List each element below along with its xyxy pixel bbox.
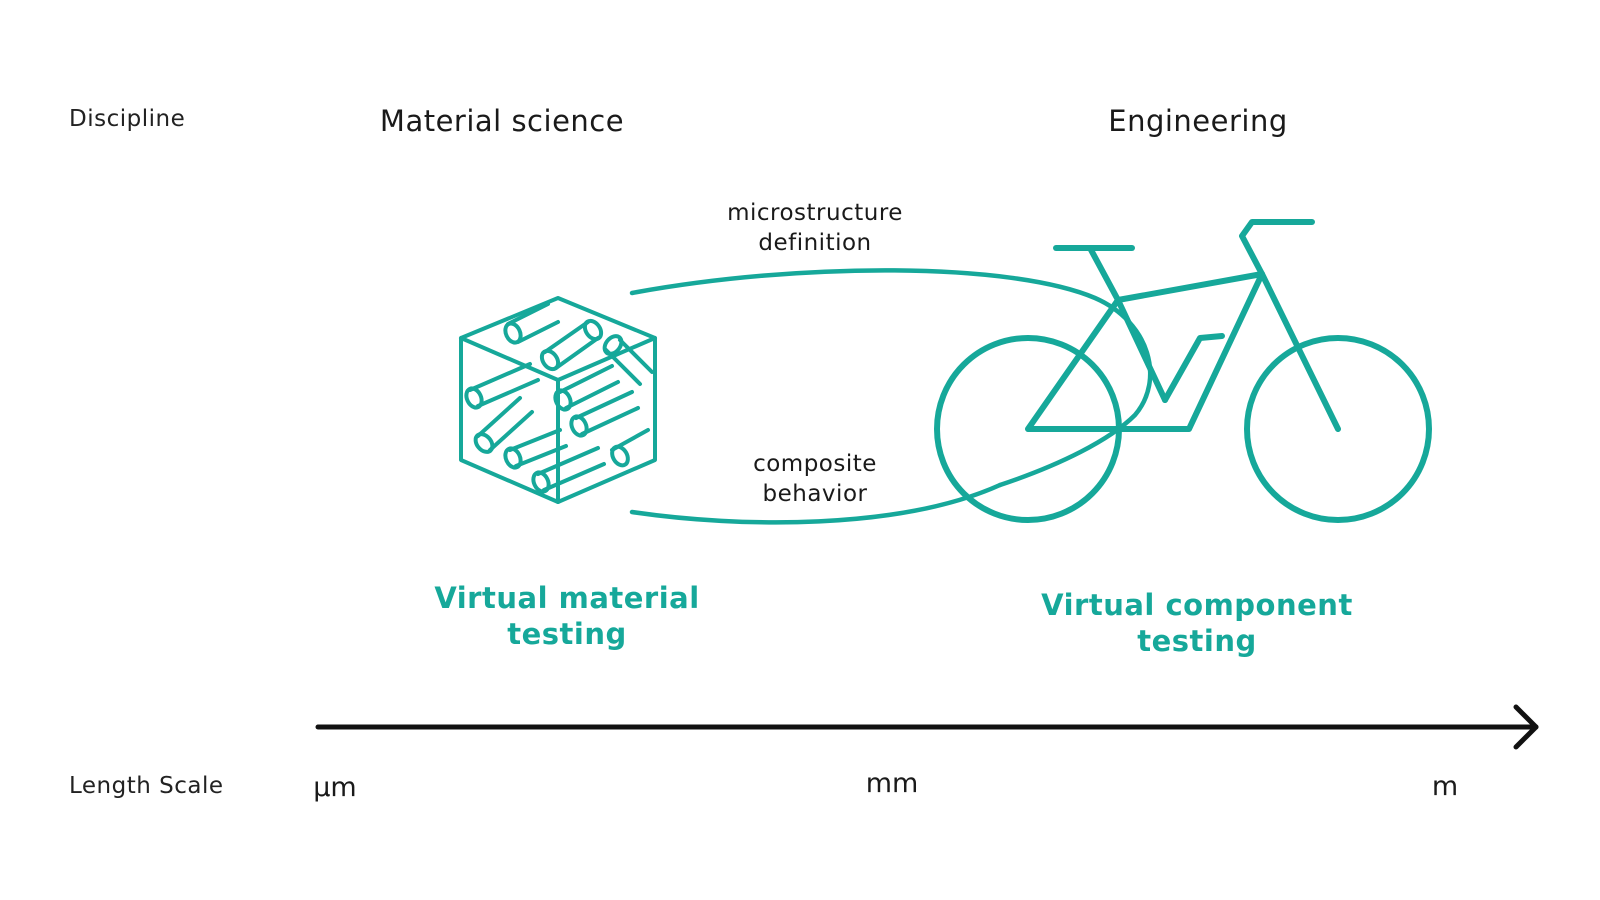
virtual-component-testing-line1: Virtual component — [1041, 588, 1353, 622]
length-scale-row-label: Length Scale — [69, 773, 224, 799]
lower-flow-label: composite behavior — [753, 449, 877, 509]
virtual-component-testing-line2: testing — [1137, 624, 1257, 658]
bicycle-icon — [934, 219, 1432, 523]
tick-label-meter: m — [1431, 771, 1459, 802]
tick-label-millimeter: mm — [865, 768, 919, 799]
discipline-material-science: Material science — [379, 104, 625, 138]
discipline-row-label: Discipline — [69, 106, 186, 132]
upper-flow-label: microstructure definition — [727, 198, 903, 258]
virtual-material-testing-caption: Virtual material testing — [434, 580, 699, 652]
lower-flow-arc — [629, 482, 1003, 525]
upper-flow-label-line2: definition — [758, 230, 872, 256]
lower-flow-label-line2: behavior — [762, 481, 868, 507]
fiber-composite-cube-icon — [459, 296, 657, 504]
lower-flow-label-line1: composite — [753, 451, 877, 477]
upper-flow-label-line1: microstructure — [727, 200, 903, 226]
discipline-engineering: Engineering — [1108, 104, 1288, 138]
virtual-material-testing-line2: testing — [507, 617, 627, 651]
virtual-material-testing-line1: Virtual material — [434, 581, 700, 615]
virtual-component-testing-caption: Virtual component testing — [1041, 587, 1353, 659]
upper-flow-arc — [629, 268, 1153, 488]
length-scale-axis — [315, 704, 1539, 750]
tick-label-micrometer: µm — [313, 772, 357, 803]
